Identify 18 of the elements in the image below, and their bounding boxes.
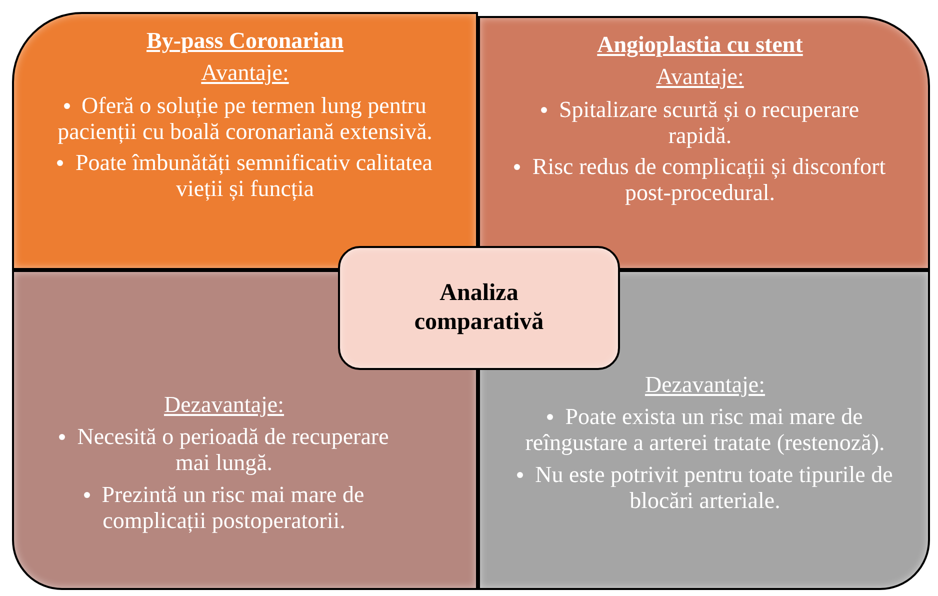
panel-title: By-pass Coronarian — [146, 28, 344, 54]
bullet-item: Poate exista un risc mai mare de reîngustare a arterei tratate (restenoză). — [524, 404, 886, 456]
quadrant-panel — [12, 12, 478, 270]
bullet-item: Necesită o perioadă de recuperare mai lungă. — [54, 424, 394, 476]
section-heading: Avantaje: — [656, 64, 744, 91]
center-title: Analiza comparativă — [413, 279, 545, 337]
section-heading: Dezavantaje: — [644, 372, 766, 398]
panel-title: Angioplastia cu stent — [597, 32, 803, 58]
quadrant-panel — [478, 16, 930, 270]
bullet-item: Spitalizare scurtă și o recuperare rapidă. — [510, 96, 890, 148]
center-box — [338, 246, 620, 370]
bullet-item: Risc redus de complicații și disconfort post-procedural. — [510, 154, 890, 206]
bullet-item: Oferă o soluție pe termen lung pentru pacienții cu boală coronariană extensivă. — [56, 92, 434, 144]
bullet-item: Poate îmbunătăți semnificativ calitatea vieții și funcția — [50, 150, 440, 202]
section-heading: Avantaje: — [201, 60, 289, 87]
bullet-item: Prezintă un risc mai mare de complicații postoperatorii. — [54, 482, 394, 534]
section-heading: Dezavantaje: — [164, 392, 284, 418]
bullet-item: Nu este potrivit pentru toate tipurile de blocări arteriale. — [500, 462, 910, 514]
